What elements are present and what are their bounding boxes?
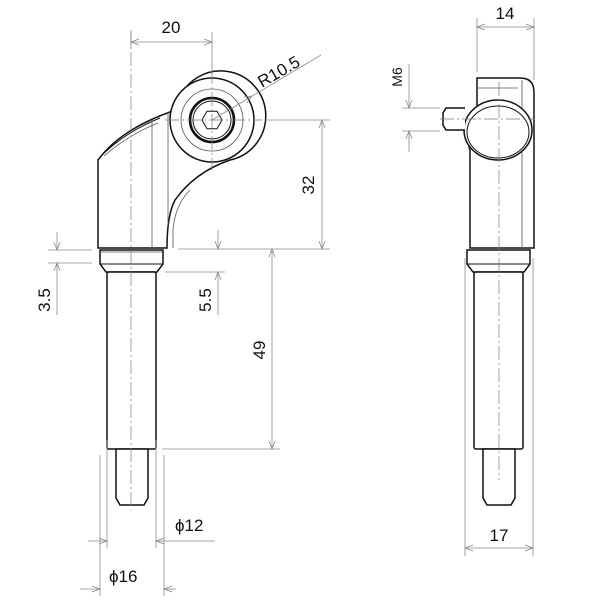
dim-m6-label: M6 (389, 67, 405, 87)
side-view (440, 77, 535, 506)
side-dimensions: 14 M6 17 (389, 4, 536, 556)
dim-49-label: 49 (250, 341, 269, 360)
dim-32-label: 32 (299, 176, 318, 195)
pin-shaft (106, 271, 157, 450)
dim-14-label: 14 (496, 4, 515, 23)
leader-r10-5 (211, 54, 322, 121)
side-collar (466, 249, 531, 273)
dim-5-5-label: 5.5 (196, 288, 215, 312)
dim-phi16-label: ϕ16 (109, 567, 137, 586)
front-view (97, 30, 267, 510)
dim-phi12-label: ϕ12 (175, 516, 203, 535)
body-fillet-edge (172, 189, 191, 248)
side-pin-tip (482, 448, 516, 506)
dim-17-label: 17 (490, 526, 509, 545)
dim-20-label: 20 (162, 18, 181, 37)
collar (99, 249, 164, 273)
dim-3-5-label: 3.5 (35, 288, 54, 312)
slope-edge (103, 122, 159, 157)
slope-chamfer (99, 117, 161, 158)
pin-tip (115, 448, 149, 506)
side-boss-ellipse (463, 99, 533, 161)
dim-r10-5-label: R10.5 (255, 52, 304, 91)
side-pin-shaft (473, 271, 524, 450)
side-boss-inner (466, 105, 530, 159)
